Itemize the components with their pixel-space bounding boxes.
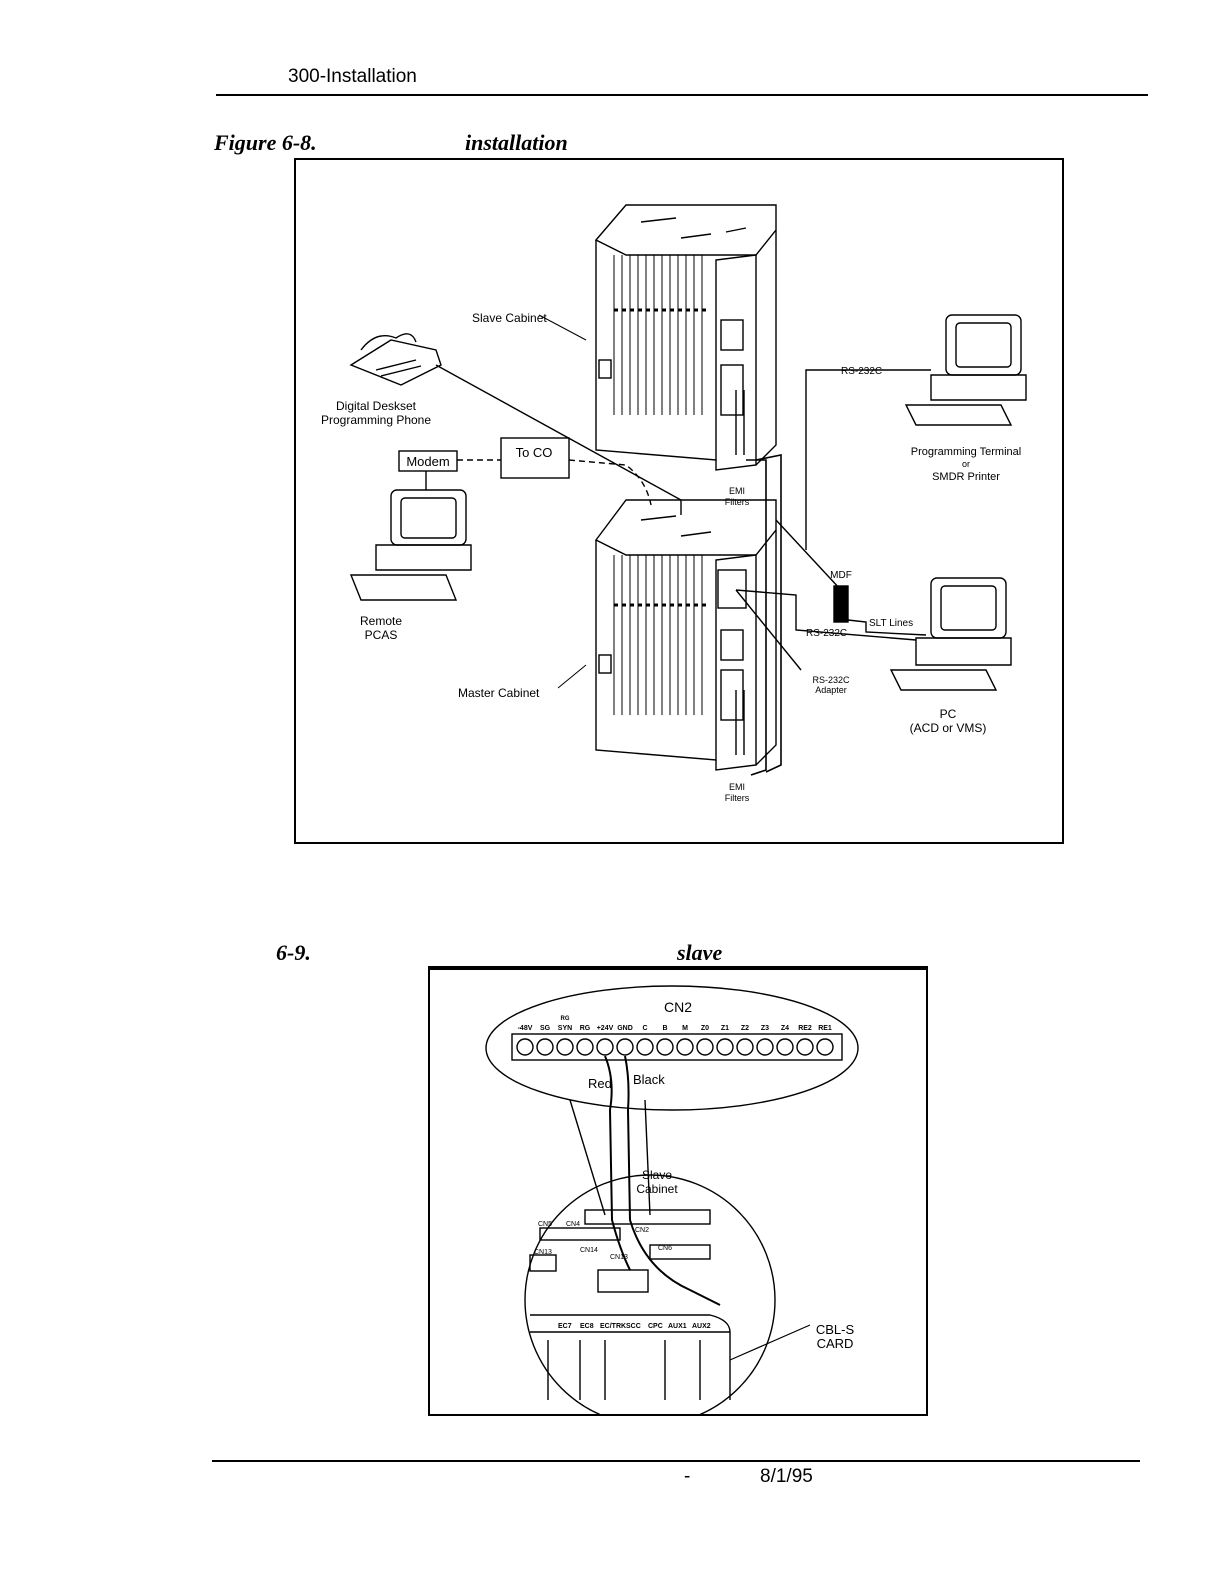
figure-6-8-caption: installation	[465, 130, 568, 155]
slot-label: AUX2	[692, 1323, 711, 1330]
terminal-label: C	[642, 1025, 647, 1032]
figure-6-9-number: 6-9.	[276, 940, 311, 965]
slot-label: EC8	[580, 1323, 594, 1330]
terminal-label: Z4	[781, 1025, 789, 1032]
figure-6-8-number: Figure 6-8.	[214, 130, 317, 155]
cn4-label: CN4	[566, 1221, 580, 1228]
header-rule	[216, 94, 1148, 96]
slot-label: SCC	[626, 1323, 641, 1330]
cn5-label: CN5	[538, 1221, 552, 1228]
slot-label: EC/TRK	[600, 1323, 626, 1330]
mdf-block	[833, 585, 849, 623]
remote-label-1: Remote	[360, 614, 402, 628]
to-co-label: To CO	[516, 445, 553, 460]
terminal-label: B	[662, 1025, 667, 1032]
pc-label-1: PC	[940, 707, 957, 721]
cn14-label: CN14	[580, 1247, 598, 1254]
cbl-s-label-2: CARD	[817, 1336, 854, 1351]
cn2-title: CN2	[664, 999, 692, 1015]
footer-rule	[212, 1460, 1140, 1462]
deskset-label-1: Digital Deskset	[336, 399, 417, 413]
terminal-label-1: Programming Terminal	[911, 446, 1021, 458]
cn2-small-label: CN2	[635, 1227, 649, 1234]
system-installation-diagram: Slave Cabinet Digital Deskset Programmin…	[321, 204, 1027, 803]
modem-label: Modem	[406, 454, 449, 469]
black-wire-label: Black	[633, 1072, 665, 1087]
remote-pc-drawing	[349, 489, 472, 601]
terminal-label: SYN	[558, 1025, 572, 1032]
cn13b-label: CN13	[610, 1254, 628, 1261]
slave-cabinet-label: Slave Cabinet	[472, 311, 547, 325]
mdf-label: MDF	[830, 570, 852, 581]
remote-label-2: PCAS	[365, 628, 398, 642]
deskset-phone-drawing	[349, 333, 442, 386]
slot-label: EC7	[558, 1323, 572, 1330]
terminal-label: -48V	[518, 1025, 533, 1032]
pc-acd-vms-drawing	[889, 577, 1012, 691]
emi-filters-top-1: EMI	[729, 486, 745, 496]
terminal-label: Z2	[741, 1025, 749, 1032]
slave-cabinet-drawing	[594, 204, 777, 471]
adapter-label-2: Adapter	[815, 685, 847, 695]
adapter-label-1: RS-232C	[812, 675, 850, 685]
cbl-s-label-1: CBL-S	[816, 1322, 855, 1337]
terminal-label-3: SMDR Printer	[932, 471, 1000, 483]
master-cabinet-label: Master Cabinet	[458, 686, 540, 700]
terminal-label: Z1	[721, 1025, 729, 1032]
cn2-callout-ellipse	[485, 985, 859, 1111]
red-wire-label: Red	[588, 1076, 612, 1091]
running-header: 300-Installation	[288, 66, 417, 87]
slot-label: CPC	[648, 1323, 663, 1330]
rs232c-mid-label: RS-232C	[806, 628, 847, 639]
figure-6-9-caption: slave	[677, 940, 723, 965]
figure-6-9-top-rule	[428, 966, 928, 968]
footer-date: 8/1/95	[760, 1466, 813, 1487]
terminal-label: RG	[580, 1025, 591, 1032]
terminal-label-2: or	[962, 459, 970, 469]
footer-dash: -	[684, 1466, 691, 1487]
terminal-label: M	[682, 1025, 688, 1032]
terminal-label: Z3	[761, 1025, 769, 1032]
rg-superscript: RG	[561, 1016, 570, 1022]
cn6-label: CN6	[658, 1245, 672, 1252]
slot-label: AUX1	[668, 1323, 687, 1330]
rs232c-top-label: RS-232C	[841, 366, 882, 377]
deskset-label-2: Programming Phone	[321, 413, 431, 427]
terminal-label: GND	[617, 1025, 633, 1032]
slave-cabinet-label-1: Slave	[642, 1168, 672, 1182]
terminal-label: Z0	[701, 1025, 709, 1032]
emi-filters-top-2: Filters	[725, 497, 750, 507]
modem-box	[398, 450, 458, 472]
to-co-box	[500, 437, 570, 479]
programming-terminal-drawing	[904, 314, 1027, 426]
slt-lines-label: SLT Lines	[869, 618, 913, 629]
cn13a-label: CN13	[534, 1249, 552, 1256]
figure-6-8-frame: Slave Cabinet Digital Deskset Programmin…	[294, 158, 1064, 844]
master-cabinet-drawing	[594, 499, 777, 771]
terminal-label: SG	[540, 1025, 551, 1032]
terminal-label: RE1	[818, 1025, 832, 1032]
pc-label-2: (ACD or VMS)	[910, 721, 987, 735]
emi-filters-bottom-2: Filters	[725, 793, 750, 803]
terminal-label: RE2	[798, 1025, 812, 1032]
terminal-label: +24V	[597, 1025, 614, 1032]
slave-cabinet-label-2: Cabinet	[636, 1182, 678, 1196]
emi-filters-bottom-1: EMI	[729, 782, 745, 792]
